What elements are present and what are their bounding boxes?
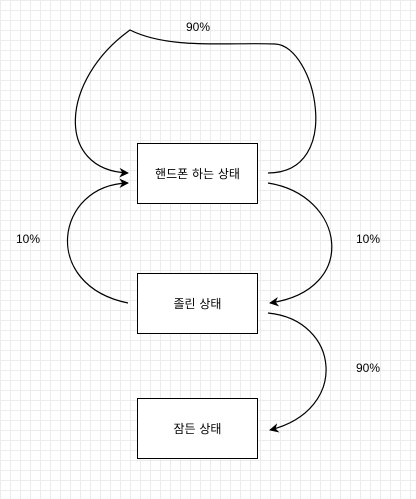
edge-phone-to-drowsy[interactable]: [267, 182, 333, 307]
edge-label-drowsy-to-phone: 10%: [16, 232, 41, 246]
state-node-drowsy[interactable]: 졸린 상태: [137, 273, 258, 334]
edge-label-drowsy-to-sleep: 90%: [356, 361, 381, 375]
state-node-sleep[interactable]: 잠든 상태: [137, 398, 258, 459]
state-label-phone: 핸드폰 하는 상태: [155, 167, 240, 181]
edge-drowsy-to-sleep[interactable]: [267, 312, 327, 433]
edge-drowsy-to-phone[interactable]: [66, 178, 129, 304]
state-label-drowsy: 졸린 상태: [173, 297, 222, 311]
edge-label-phone-self-loop: 90%: [186, 20, 211, 34]
state-node-phone[interactable]: 핸드폰 하는 상태: [137, 143, 258, 204]
state-label-sleep: 잠든 상태: [173, 422, 222, 436]
edge-phone-self-loop[interactable]: [74, 29, 317, 178]
edge-label-phone-to-drowsy: 10%: [356, 232, 381, 246]
